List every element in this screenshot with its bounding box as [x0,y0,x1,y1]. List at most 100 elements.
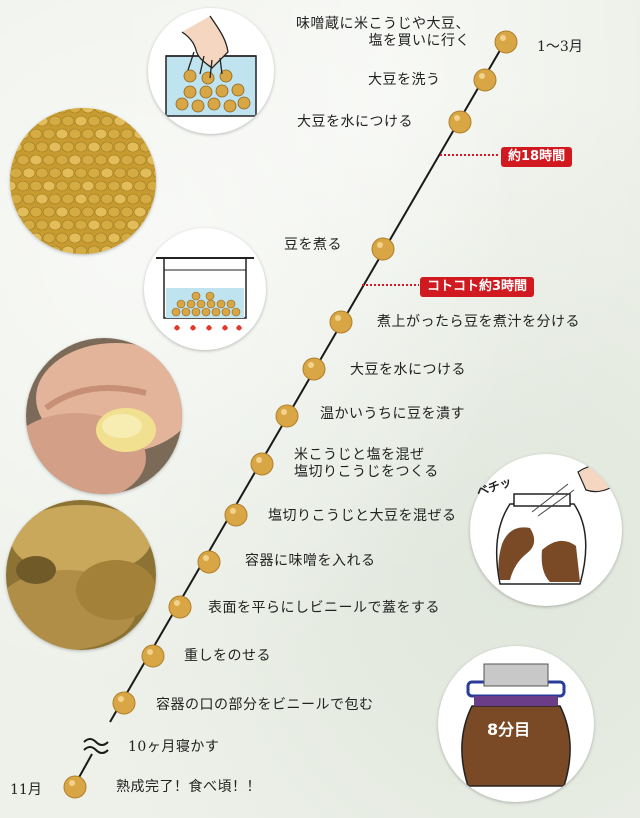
soybean [94,180,108,192]
soybean [100,141,114,153]
timeline-bead [63,775,87,799]
start-date-label: 1〜3月 [537,39,583,55]
soybean [94,232,108,244]
timeline-bead [224,503,248,527]
soybean [87,245,101,254]
timeline-bead-highlight [335,315,341,321]
timeline-bead [371,237,395,261]
duration-badge-soak: 約18時間 [501,147,573,167]
soybean [61,141,75,153]
soybean [10,180,17,192]
soybean [29,206,43,218]
soybean [81,154,95,166]
soybean [68,128,82,140]
soybean [68,108,82,114]
soybean [107,128,121,140]
timeline-bead-highlight [174,600,180,606]
soybean [87,167,101,179]
step-label-wash-beans: 大豆を洗う [368,72,441,88]
soybean [126,167,140,179]
soybean [55,128,69,140]
soybean [87,141,101,153]
timeline-bead [275,404,299,428]
soybean [81,180,95,192]
soybean [139,167,153,179]
soybean [48,141,62,153]
soybean [107,206,121,218]
soybean [81,232,95,244]
timeline-line [109,39,507,723]
timeline-bead [197,550,221,574]
step-label-ready: 熟成完了！食べ頃！！ [116,779,261,795]
soybean [16,154,30,166]
soybean [35,193,49,205]
soybean [74,167,88,179]
soybean [42,154,56,166]
soybean [74,115,88,127]
soybean [74,245,88,254]
timeline-bead-highlight [118,696,124,702]
step-label-separate-broth: 煮上がったら豆を煮汁を分ける [377,314,580,330]
soybean [61,167,75,179]
soybean [126,193,140,205]
soybean [35,219,49,231]
timeline-bead [329,310,353,334]
step-label-boil-beans: 豆を煮る [284,237,342,253]
soybean [120,206,134,218]
soybean [100,219,114,231]
soybean [87,219,101,231]
soybean [48,115,62,127]
timeline-bead [448,110,472,134]
soybean [68,206,82,218]
soybean [55,206,69,218]
soybean [22,141,36,153]
step-label-ferment: 10ヶ月寝かす [128,739,220,755]
soybean [113,167,127,179]
timeline-bead-highlight [69,780,75,786]
soybean [107,154,121,166]
miso-jar-throw-illustration [470,454,622,606]
timeline-bead [473,68,497,92]
soybean [126,141,140,153]
soybean [55,180,69,192]
soybean [29,180,43,192]
soybean [35,167,49,179]
soybean [42,128,56,140]
soybean [42,206,56,218]
soybean [87,115,101,127]
soybean [113,193,127,205]
soybean [133,154,147,166]
timeline-bead-highlight [479,73,485,79]
soybean [107,180,121,192]
soybean [22,167,36,179]
soybean [42,180,56,192]
soybean [120,180,134,192]
soybean [48,219,62,231]
soybean [146,180,156,192]
soybean [100,193,114,205]
soybean [81,206,95,218]
soybean [55,154,69,166]
miso-mix-photo [6,500,156,650]
timeline-bead-highlight [500,35,506,41]
soybean [35,141,49,153]
soybean [94,154,108,166]
soybean [100,115,114,127]
step-label-mash-beans: 温かいうちに豆を潰す [320,406,465,422]
timeline-bead-highlight [377,242,383,248]
soybean [68,232,82,244]
soybean [94,206,108,218]
timeline-break-mark [83,738,109,746]
timeline-bead-highlight [256,457,262,463]
crushed-bean-photo [26,338,182,494]
timeline-bead-highlight [454,115,460,121]
soybean [16,206,30,218]
soybean [81,108,95,114]
soybean [152,168,156,178]
soybean [29,128,43,140]
timeline-bead-highlight [147,649,153,655]
timeline-bead-highlight [281,409,287,415]
step-label-cover-surface: 表面を平らにしビニールで蓋をする [208,600,440,616]
soybean [133,206,147,218]
soybean [107,232,121,244]
